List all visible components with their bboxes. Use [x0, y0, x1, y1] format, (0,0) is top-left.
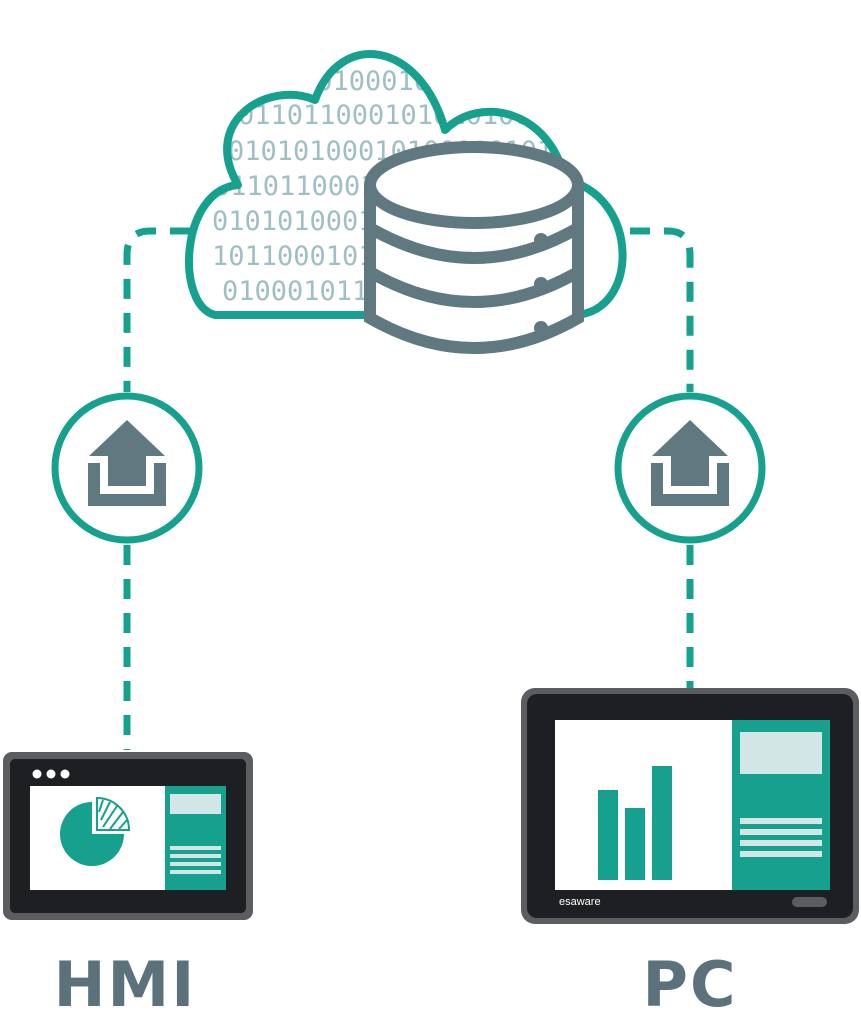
upload-icon	[51, 392, 203, 544]
brand-logo: esaware	[559, 896, 601, 908]
pc-label: PC	[642, 948, 738, 1021]
connector-left-top	[123, 227, 190, 392]
home-button[interactable]	[792, 897, 827, 907]
database-icon	[364, 141, 584, 354]
cloud-outline	[185, 50, 627, 319]
window-dot	[60, 769, 70, 779]
hmi-device	[3, 752, 253, 920]
pie-chart-icon	[60, 796, 131, 866]
bar-chart-icon	[598, 766, 672, 880]
pc-device: esaware	[521, 688, 859, 924]
connector-right-top	[630, 227, 694, 392]
window-dot	[32, 769, 42, 779]
binary-row: 1000101010	[352, 34, 515, 65]
upload-icon	[614, 392, 766, 544]
window-dot	[46, 769, 56, 779]
hmi-label: HMI	[53, 948, 197, 1021]
